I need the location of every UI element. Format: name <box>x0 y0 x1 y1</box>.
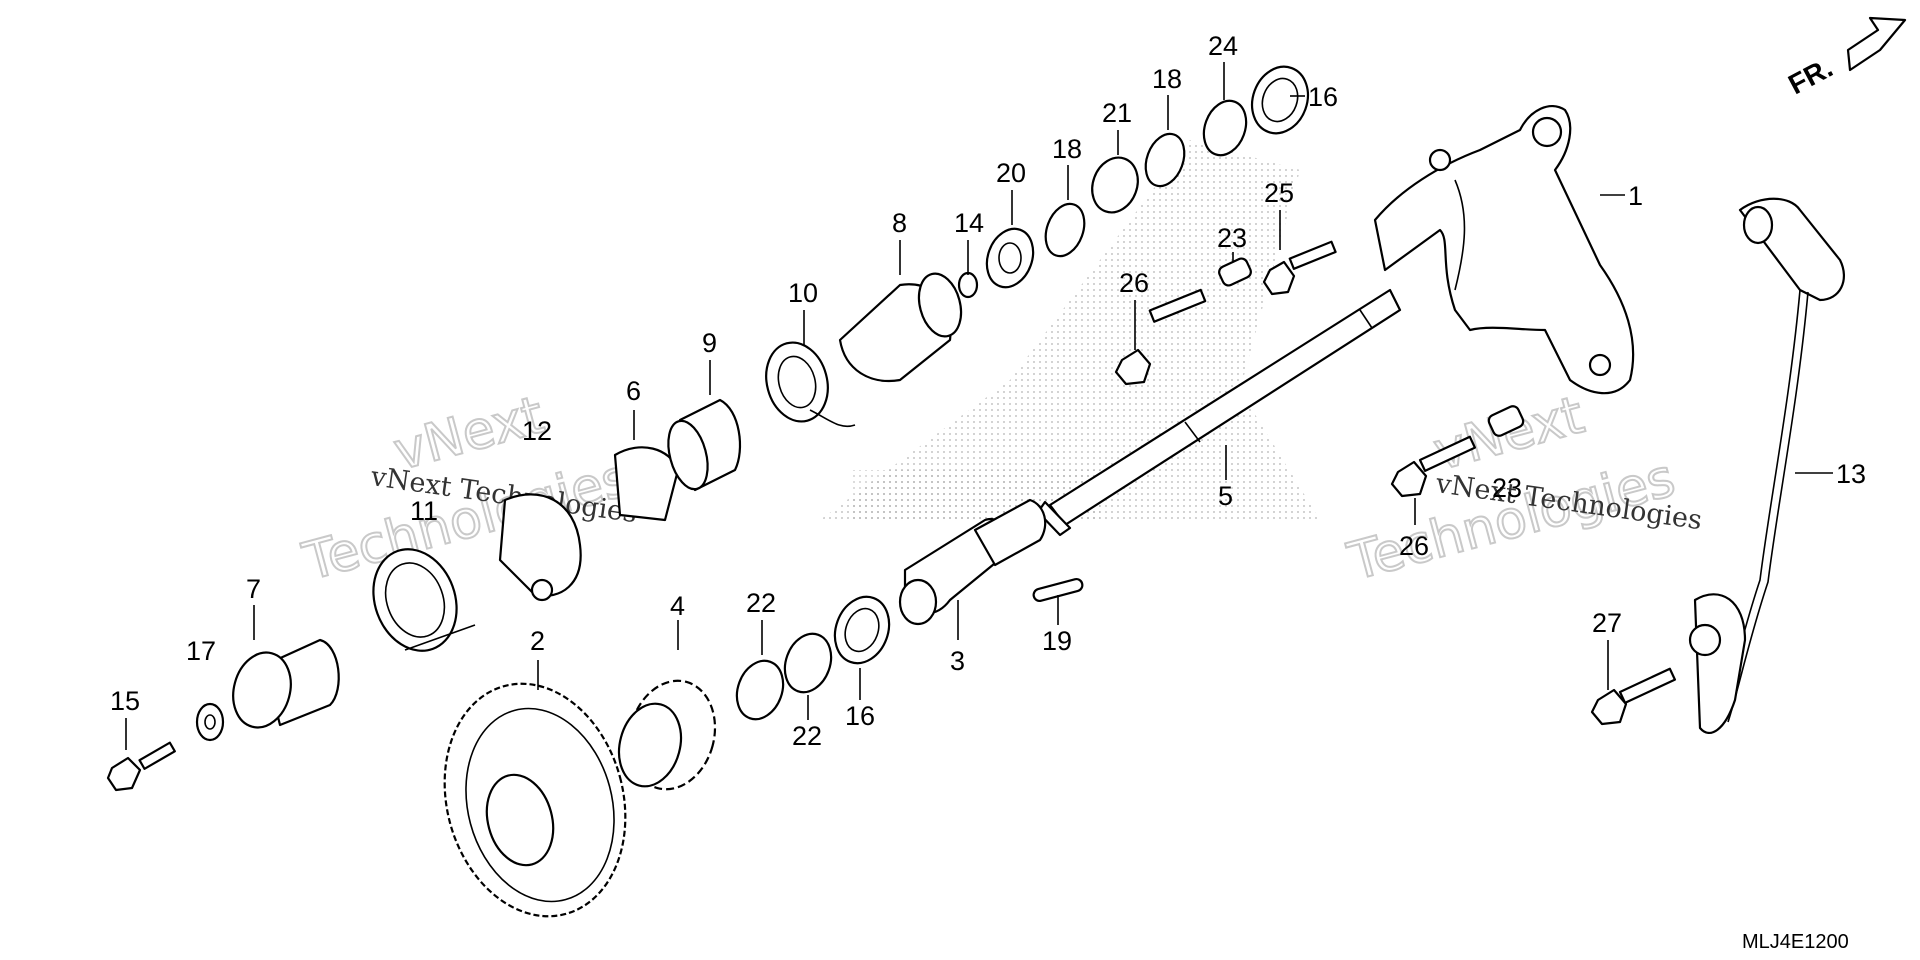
front-label: FR. <box>1783 52 1837 101</box>
callout-23a: 23 <box>1217 223 1247 253</box>
callout-17: 17 <box>186 636 216 666</box>
callout-14: 14 <box>954 208 984 238</box>
callout-11: 11 <box>410 496 438 526</box>
drawing-code: MLJ4E1200 <box>1742 931 1849 953</box>
callout-12: 12 <box>522 416 552 446</box>
callout-21: 21 <box>1102 98 1132 128</box>
callout-22b: 22 <box>792 721 822 751</box>
part-17-washer <box>195 702 225 742</box>
callout-18b: 18 <box>1152 64 1182 94</box>
part-25-bolt <box>1262 240 1337 296</box>
part-18-washers <box>1044 132 1186 258</box>
part-13-rod-assembly <box>1688 197 1845 734</box>
callout-6: 6 <box>626 376 641 406</box>
part-16-washer-lower <box>833 595 891 665</box>
callout-26a: 26 <box>1119 268 1149 298</box>
callout-15: 15 <box>110 686 140 716</box>
part-15-bolt <box>106 741 176 792</box>
part-27-bolt <box>1590 667 1677 726</box>
callout-7: 7 <box>246 574 261 604</box>
part-9-collar <box>667 398 742 492</box>
watermark-left: Technologies vNext vNext Technologies <box>296 384 639 594</box>
part-6-plate <box>613 446 680 522</box>
part-10-spring <box>765 341 856 428</box>
part-21-bearing <box>1091 156 1139 214</box>
part-24-clip <box>1202 99 1248 157</box>
callout-2: 2 <box>530 626 545 656</box>
callout-16a: 16 <box>845 701 875 731</box>
part-23-collar-upper <box>1218 257 1252 287</box>
callout-22a: 22 <box>746 588 776 618</box>
callout-10: 10 <box>788 278 818 308</box>
callout-16b: 16 <box>1308 82 1338 112</box>
part-11-spring <box>372 548 476 652</box>
leader-lines <box>125 62 1833 750</box>
front-direction-indicator: FR. <box>1783 16 1907 101</box>
part-3-collar <box>898 498 1047 626</box>
part-2-large-gear <box>443 682 627 918</box>
callout-4: 4 <box>670 591 685 621</box>
callout-27: 27 <box>1592 608 1622 638</box>
callout-23b: 23 <box>1492 473 1522 503</box>
part-7-collar <box>232 638 340 729</box>
part-26-bolt-upper <box>1114 288 1207 386</box>
callout-20: 20 <box>996 158 1026 188</box>
front-arrow-icon <box>1846 16 1907 72</box>
callout-24: 24 <box>1208 31 1238 61</box>
callout-18a: 18 <box>1052 134 1082 164</box>
callout-5: 5 <box>1218 481 1233 511</box>
part-26-bolt-lower <box>1390 435 1477 498</box>
part-23-collar-lower <box>1487 405 1525 437</box>
part-1-bracket <box>1373 104 1635 395</box>
callout-labels: 1 2 3 4 5 6 7 8 9 10 11 12 13 14 15 16 1… <box>110 31 1866 751</box>
callout-19: 19 <box>1042 626 1072 656</box>
callout-25: 25 <box>1264 178 1294 208</box>
part-20-washer <box>985 227 1035 289</box>
callout-8: 8 <box>892 208 907 238</box>
watermark-brand-right: vNext <box>1428 385 1590 482</box>
part-16-washer-upper <box>1250 65 1310 135</box>
part-4-gear <box>617 679 717 791</box>
part-12-plate <box>498 493 582 602</box>
callout-1: 1 <box>1628 181 1643 211</box>
part-22-bearings <box>735 632 833 721</box>
part-8-shaft <box>838 272 963 383</box>
callout-26b: 26 <box>1399 531 1429 561</box>
part-14-o-ring <box>957 271 979 299</box>
part-19-pin <box>1032 577 1084 603</box>
callout-3: 3 <box>950 646 965 676</box>
callout-9: 9 <box>702 328 717 358</box>
callout-13: 13 <box>1836 459 1866 489</box>
